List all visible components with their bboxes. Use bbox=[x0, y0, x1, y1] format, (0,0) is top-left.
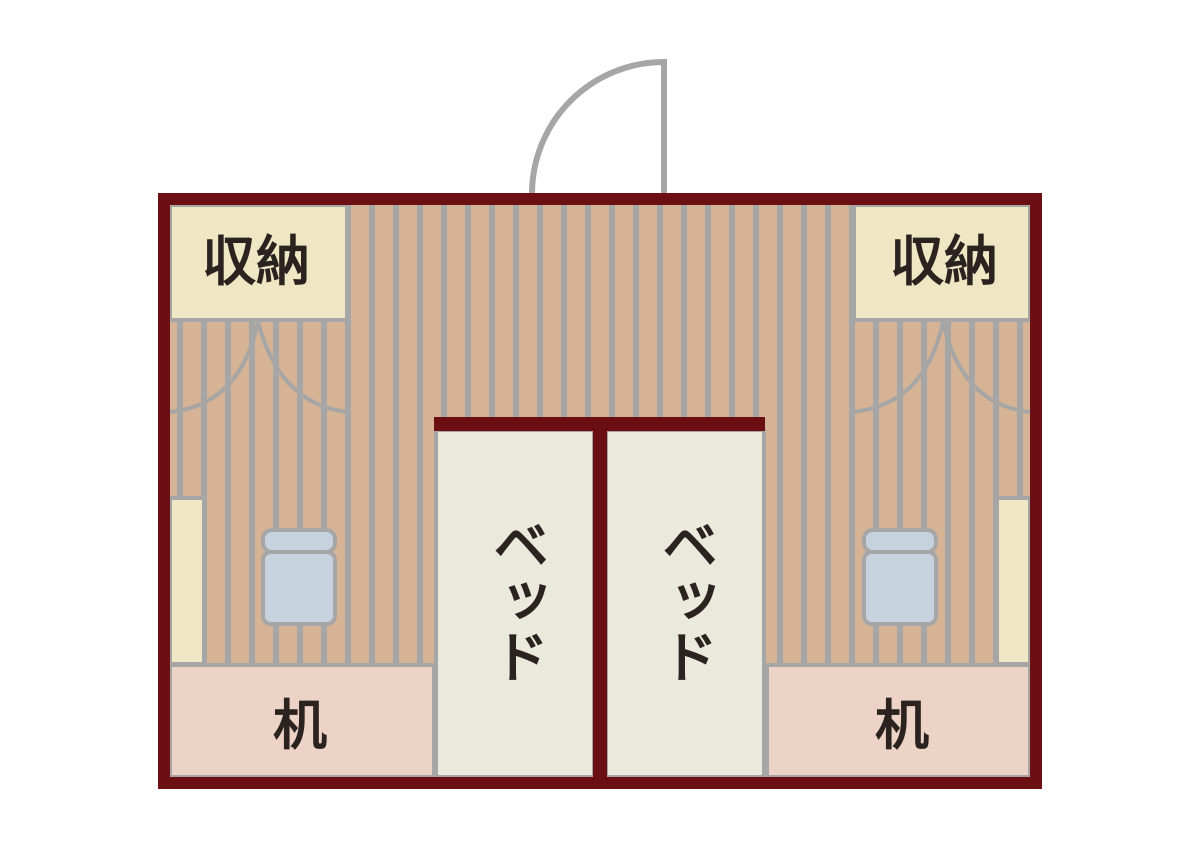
curtain-left bbox=[170, 320, 350, 414]
shelf-left bbox=[170, 496, 206, 666]
door bbox=[529, 58, 667, 194]
storage-right-label: 収納 bbox=[890, 230, 998, 293]
desk-left bbox=[170, 663, 436, 777]
bed-right bbox=[604, 428, 766, 777]
desk-right-label: 机 bbox=[875, 694, 929, 757]
curtain-right bbox=[850, 320, 1030, 414]
bed-left-label: ベッド bbox=[484, 516, 549, 684]
storage-right bbox=[852, 205, 1030, 322]
chair-left bbox=[261, 528, 337, 626]
storage-left-label: 収納 bbox=[202, 230, 310, 293]
desk-right bbox=[765, 663, 1030, 777]
chair-right bbox=[862, 528, 938, 626]
shelf-right bbox=[995, 496, 1030, 666]
bed-right-label: ベッド bbox=[653, 516, 718, 684]
desk-left-label: 机 bbox=[273, 694, 327, 757]
partition-middle bbox=[593, 417, 607, 783]
storage-left bbox=[170, 205, 349, 322]
